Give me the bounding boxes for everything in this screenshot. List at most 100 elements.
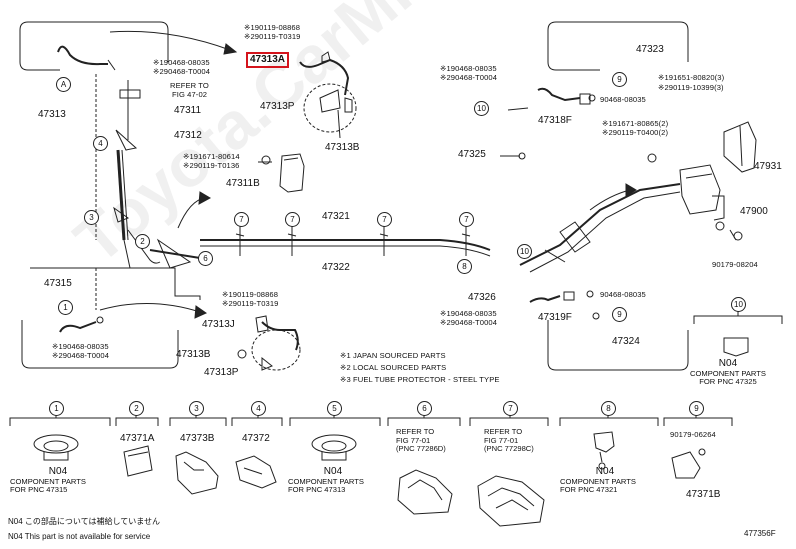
- part-label: ※290119-T0319: [222, 299, 279, 308]
- part-label: ※290468-T0004: [153, 67, 211, 76]
- part-label: ※191671-80865(2): [602, 119, 669, 128]
- part-label[interactable]: 47312: [174, 130, 202, 141]
- bottom-callout[interactable]: 1: [49, 401, 64, 416]
- bottom-callout[interactable]: 8: [601, 401, 616, 416]
- callout-circle[interactable]: 4: [93, 136, 108, 151]
- refer-line: REFER TO: [484, 427, 523, 436]
- bottom-callout[interactable]: 9: [689, 401, 704, 416]
- refer-line: FIG 77-01: [396, 435, 431, 445]
- part-label[interactable]: 47313B: [176, 349, 211, 360]
- part-label[interactable]: 47371A: [120, 433, 155, 444]
- part-desc: COMPONENT PARTS: [288, 476, 364, 486]
- part-label: ※290119-T0400(2): [602, 128, 669, 137]
- part-desc: FOR PNC 47321: [560, 485, 618, 495]
- figure-id: 477356F: [744, 529, 776, 538]
- part-label: ※290468-T0004: [52, 351, 110, 360]
- part-label: ※190468-08035: [440, 64, 497, 73]
- part-label[interactable]: 47313J: [202, 319, 235, 330]
- part-label: 90179-08204: [712, 260, 758, 269]
- part-label[interactable]: 47324: [612, 336, 640, 347]
- part-label[interactable]: 47373B: [180, 433, 215, 444]
- part-label: ※190468-08035: [440, 309, 497, 318]
- part-label[interactable]: 47313P: [260, 101, 295, 112]
- component-code: N04: [718, 358, 738, 369]
- legend-note: ※2 LOCAL SOURCED PARTS: [340, 363, 447, 372]
- refer-label: FIG 47-02: [172, 90, 208, 99]
- part-label[interactable]: 47311: [174, 105, 202, 116]
- part-label: ※290119-T0136: [183, 161, 240, 170]
- part-label: ※191671-80614: [183, 152, 240, 161]
- part-label[interactable]: 47313P: [204, 367, 239, 378]
- part-code: N04: [595, 466, 615, 477]
- callout-circle[interactable]: 7: [377, 212, 392, 227]
- footer-note-jp: N04 この部品については補給していません: [8, 517, 161, 526]
- part-label[interactable]: 47326: [468, 292, 496, 303]
- part-label[interactable]: 47900: [740, 206, 768, 217]
- highlighted-part-label[interactable]: 47313A: [246, 52, 290, 68]
- refer-line: (PNC 77298C): [484, 444, 534, 454]
- part-label: ※290468-T0004: [440, 73, 498, 82]
- bottom-callout[interactable]: 6: [417, 401, 432, 416]
- part-desc: COMPONENT PARTS: [560, 476, 636, 486]
- callout-circle[interactable]: 7: [285, 212, 300, 227]
- part-label: ※191651-80820(3): [658, 73, 725, 82]
- callout-circle[interactable]: 6: [198, 251, 213, 266]
- part-label: ※190119-08868: [244, 23, 301, 32]
- part-label: ※290119-T0319: [244, 32, 301, 41]
- part-code: N04: [48, 466, 68, 477]
- callout-circle[interactable]: 7: [459, 212, 474, 227]
- callout-circle[interactable]: 10: [517, 244, 532, 259]
- part-label[interactable]: 47322: [322, 262, 350, 273]
- legend-note: ※3 FUEL TUBE PROTECTOR - STEEL TYPE: [340, 375, 500, 384]
- part-label[interactable]: 47321: [322, 211, 350, 222]
- part-label: ※190468-08035: [153, 58, 210, 67]
- part-label: ※190119-08868: [222, 290, 279, 299]
- callout-circle[interactable]: 9: [612, 72, 627, 87]
- bottom-callout[interactable]: 7: [503, 401, 518, 416]
- component-note: N04 COMPONENT PARTS FOR PNC 47325: [690, 358, 766, 387]
- bottom-callout[interactable]: 2: [129, 401, 144, 416]
- callout-circle[interactable]: 3: [84, 210, 99, 225]
- callout-circle[interactable]: 7: [234, 212, 249, 227]
- part-label: 90468-08035: [600, 95, 646, 104]
- callout-circle[interactable]: 9: [612, 307, 627, 322]
- bottom-part-5: N04 COMPONENT PARTS FOR PNC 47313: [288, 466, 364, 495]
- bottom-part-7: REFER TO FIG 77-01 (PNC 77298C): [484, 427, 534, 454]
- callout-circle[interactable]: 8: [457, 259, 472, 274]
- callout-circle[interactable]: 10: [731, 297, 746, 312]
- bottom-callout[interactable]: 4: [251, 401, 266, 416]
- footer-note-en: N04 This part is not available for servi…: [8, 532, 151, 541]
- part-label: 90179-06264: [670, 430, 716, 439]
- part-desc: FOR PNC 47313: [288, 485, 346, 495]
- bottom-callout[interactable]: 3: [189, 401, 204, 416]
- part-desc: FOR PNC 47315: [10, 485, 68, 495]
- legend-note: ※1 JAPAN SOURCED PARTS: [340, 351, 446, 360]
- bottom-callout[interactable]: 5: [327, 401, 342, 416]
- part-label[interactable]: 47315: [44, 278, 72, 289]
- callout-circle[interactable]: A: [56, 77, 71, 92]
- part-label: 90468-08035: [600, 290, 646, 299]
- part-label[interactable]: 47325: [458, 149, 486, 160]
- part-code: N04: [323, 466, 343, 477]
- refer-label: REFER TO: [170, 81, 209, 90]
- part-label[interactable]: 47931: [754, 161, 782, 172]
- part-label[interactable]: 47372: [242, 433, 270, 444]
- part-label: ※290119-10399(3): [658, 83, 724, 92]
- part-label[interactable]: 47323: [636, 44, 664, 55]
- part-label[interactable]: 47313: [38, 109, 66, 120]
- callout-circle[interactable]: 1: [58, 300, 73, 315]
- callout-circle[interactable]: 2: [135, 234, 150, 249]
- part-label[interactable]: 47311B: [226, 178, 260, 189]
- component-desc: COMPONENT PARTS: [690, 368, 766, 378]
- refer-line: REFER TO: [396, 427, 435, 436]
- callout-circle[interactable]: 10: [474, 101, 489, 116]
- refer-line: (PNC 77286D): [396, 444, 446, 454]
- part-label[interactable]: 47313B: [325, 142, 360, 153]
- bottom-part-1: N04 COMPONENT PARTS FOR PNC 47315: [10, 466, 86, 495]
- part-label[interactable]: 47318F: [538, 115, 572, 126]
- part-label[interactable]: 47319F: [538, 312, 572, 323]
- part-label[interactable]: 47371B: [686, 489, 721, 500]
- part-label: ※190468-08035: [52, 342, 109, 351]
